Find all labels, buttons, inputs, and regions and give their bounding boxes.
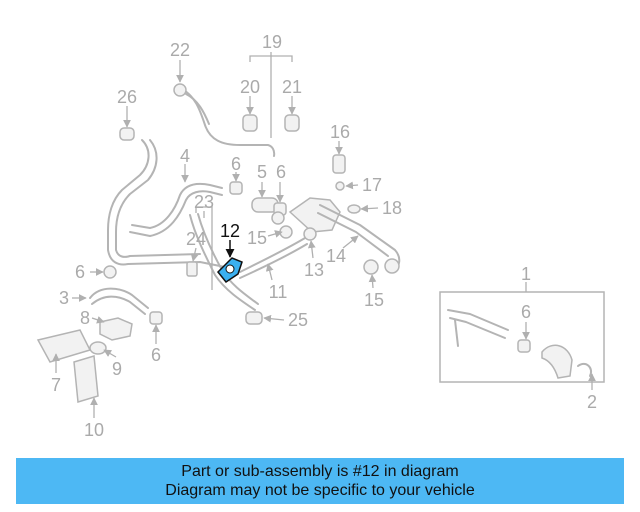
- label-26[interactable]: 26: [117, 87, 137, 107]
- leader-lines: [52, 52, 596, 418]
- label-4[interactable]: 4: [180, 146, 190, 166]
- label-7[interactable]: 7: [51, 375, 61, 395]
- label-5[interactable]: 5: [257, 162, 267, 182]
- label-6-top-left[interactable]: 6: [231, 154, 241, 174]
- label-21[interactable]: 21: [282, 77, 302, 97]
- label-20[interactable]: 20: [240, 77, 260, 97]
- notice-line-disclaimer: Diagram may not be specific to your vehi…: [165, 482, 475, 499]
- label-25[interactable]: 25: [288, 310, 308, 330]
- label-6-bottom[interactable]: 6: [151, 345, 161, 365]
- label-9[interactable]: 9: [112, 359, 122, 379]
- label-15-upper[interactable]: 15: [247, 228, 267, 248]
- label-10[interactable]: 10: [84, 420, 104, 440]
- label-11[interactable]: 11: [269, 282, 288, 302]
- label-23[interactable]: 23: [194, 192, 214, 212]
- label-6-left[interactable]: 6: [75, 262, 85, 282]
- label-12[interactable]: 12: [220, 221, 240, 241]
- diagram-notice-banner: Part or sub-assembly is #12 in diagram D…: [16, 458, 624, 504]
- label-16[interactable]: 16: [330, 122, 350, 142]
- label-14[interactable]: 14: [326, 246, 346, 266]
- label-2[interactable]: 2: [587, 392, 597, 412]
- label-3[interactable]: 3: [59, 288, 69, 308]
- label-6-top-right[interactable]: 6: [276, 162, 286, 182]
- label-6-assembly[interactable]: 6: [521, 302, 531, 322]
- label-15-lower[interactable]: 15: [364, 290, 384, 310]
- label-13[interactable]: 13: [304, 260, 324, 280]
- label-17[interactable]: 17: [362, 175, 382, 195]
- label-8[interactable]: 8: [80, 308, 90, 328]
- label-22[interactable]: 22: [170, 40, 190, 60]
- parts-diagram: 22 19 20 21 26 16 4 6 5 6 17 23 18 12 24…: [36, 32, 605, 440]
- label-19[interactable]: 19: [262, 32, 282, 52]
- part-illustrations: [36, 83, 605, 403]
- label-18[interactable]: 18: [382, 198, 402, 218]
- part-labels: 22 19 20 21 26 16 4 6 5 6 17 23 18 12 24…: [51, 32, 597, 440]
- notice-line-part: Part or sub-assembly is #12 in diagram: [181, 463, 459, 480]
- label-24[interactable]: 24: [186, 229, 206, 249]
- label-1[interactable]: 1: [521, 264, 531, 284]
